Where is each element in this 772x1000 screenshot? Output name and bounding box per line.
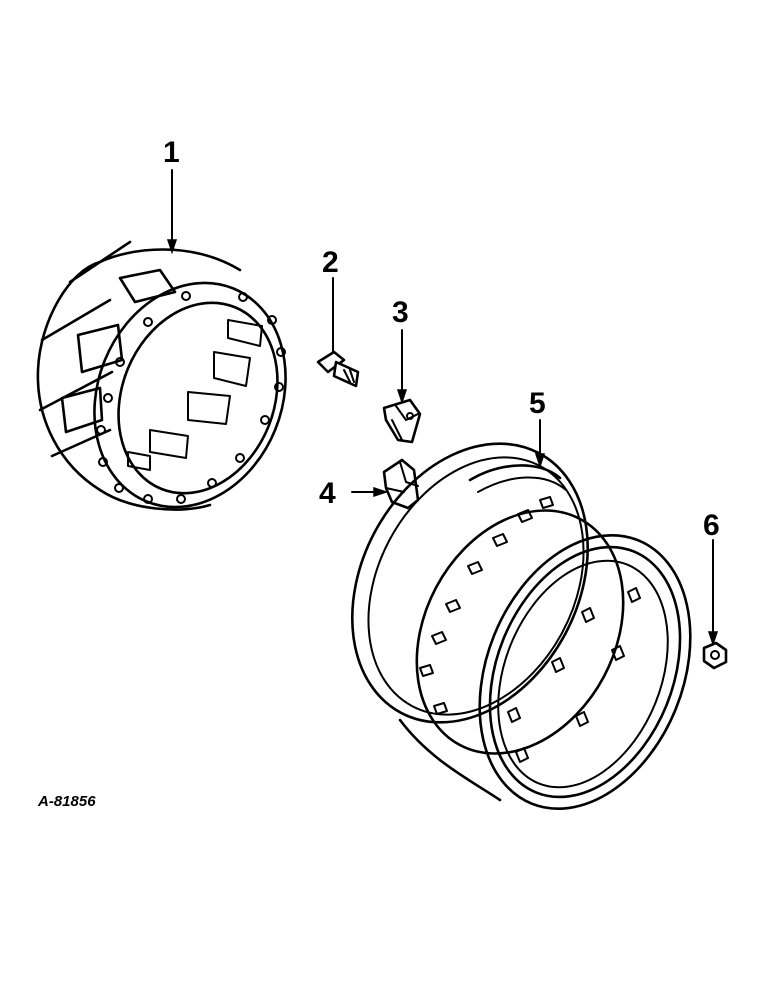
bolt-part-2 xyxy=(316,277,360,388)
clamp-part-3 xyxy=(382,329,422,444)
callout-part-4: 4 xyxy=(319,477,336,510)
clamp-part-4 xyxy=(351,458,420,510)
callout-part-5: 5 xyxy=(529,387,546,420)
callout-part-1: 1 xyxy=(163,136,180,169)
callout-part-6: 6 xyxy=(703,509,720,542)
callout-part-2: 2 xyxy=(322,246,339,279)
drawing-number: A-81856 xyxy=(37,793,96,810)
rim-part-5 xyxy=(350,419,692,810)
wheel-center-part-1 xyxy=(36,169,287,511)
callout-part-3: 3 xyxy=(392,296,409,329)
nut-part-6 xyxy=(702,539,728,670)
